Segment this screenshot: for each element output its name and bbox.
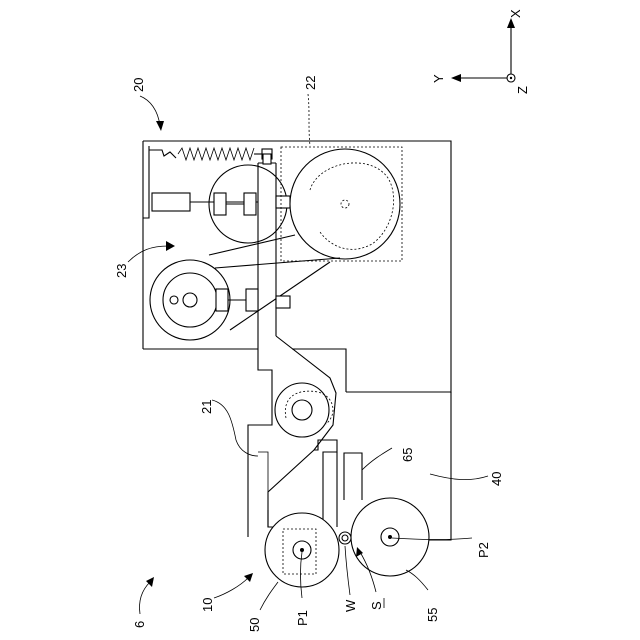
lower-frame-right xyxy=(428,392,451,540)
label-w: W xyxy=(343,599,358,612)
leader-w xyxy=(345,546,350,595)
label-65: 65 xyxy=(400,448,415,462)
wire-outer xyxy=(339,532,351,544)
leader-22 xyxy=(308,94,310,146)
upper-pulley xyxy=(209,165,290,243)
lower-nut-right xyxy=(246,289,258,311)
guide-plate-65 xyxy=(344,453,362,500)
cylinder-body xyxy=(152,193,190,211)
label-21: 21 xyxy=(199,400,214,414)
roller-55-center-p2 xyxy=(388,535,392,539)
spring-anchor-post xyxy=(263,154,271,164)
belt-lower-run xyxy=(215,258,340,268)
label-p1: P1 xyxy=(295,610,310,626)
leader-21 xyxy=(212,400,258,456)
y-axis-arrow xyxy=(451,74,461,82)
guide-plate-outline xyxy=(344,453,362,500)
coordinate-axes: X Y Z xyxy=(431,9,530,94)
label-55: 55 xyxy=(425,608,440,622)
leader-40 xyxy=(430,474,488,480)
axis-y-label: Y xyxy=(431,74,446,83)
idler-roller xyxy=(275,383,333,437)
upper-nut-left xyxy=(214,193,226,215)
label-20: 20 xyxy=(131,78,146,92)
drive-pulley-circle xyxy=(290,149,400,259)
roller-55 xyxy=(351,498,429,576)
leader-23 xyxy=(128,246,168,262)
arm-slot xyxy=(314,440,337,528)
leader-10 xyxy=(214,578,248,598)
lower-shaft-end xyxy=(276,296,290,308)
label-s: S xyxy=(369,601,384,610)
x-axis-arrow xyxy=(507,18,515,28)
leader-65 xyxy=(362,448,392,470)
label-6: 6 xyxy=(132,621,147,628)
spring-bracket xyxy=(143,146,149,218)
leader-55 xyxy=(406,570,428,590)
belt-upper-run xyxy=(209,235,295,255)
leader-50 xyxy=(260,582,278,610)
wire-w xyxy=(339,532,351,544)
axis-z-label: Z xyxy=(515,86,530,94)
leader-20-arrow xyxy=(156,121,164,131)
label-40: 40 xyxy=(489,472,504,486)
label-50: 50 xyxy=(247,618,262,632)
label-22: 22 xyxy=(303,76,318,90)
spring-hook-left xyxy=(149,150,176,158)
lower-nut-left xyxy=(216,289,228,311)
upper-shaft-end xyxy=(276,196,290,208)
axis-x-label: X xyxy=(508,9,523,18)
roller-50-center-p1 xyxy=(300,548,304,552)
upper-nut-right xyxy=(244,193,256,215)
drive-pulley-22 xyxy=(281,147,402,261)
label-10: 10 xyxy=(200,598,215,612)
label-23: 23 xyxy=(114,264,129,278)
arm-inner xyxy=(258,452,268,492)
lower-pulley-23 xyxy=(150,204,290,340)
leader-23-arrow xyxy=(166,241,175,251)
leader-6 xyxy=(139,582,150,614)
idler-roller-circle xyxy=(275,383,329,437)
z-axis-dot xyxy=(510,77,512,79)
spring-coil xyxy=(178,148,254,160)
roller-50 xyxy=(265,513,339,587)
label-p2: P2 xyxy=(476,542,491,558)
